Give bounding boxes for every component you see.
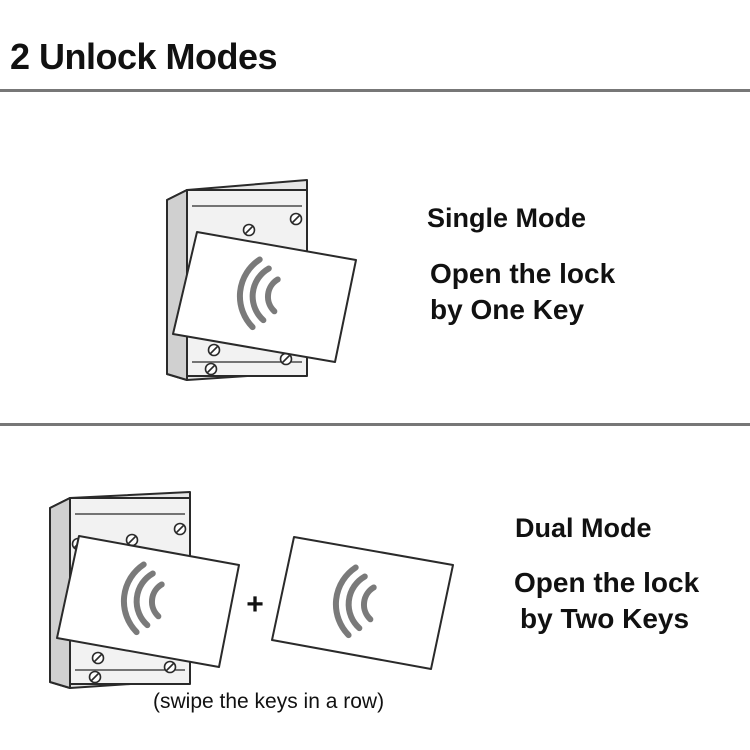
page-title: 2 Unlock Modes [10,36,278,77]
dual-mode-desc-line1: Open the lock [514,567,700,598]
single-mode-desc-line1: Open the lock [430,258,616,289]
dual-mode-illustration: + [49,491,454,689]
key-card-icon [172,231,357,363]
single-mode-desc-line2: by One Key [430,294,585,325]
swipe-caption: (swipe the keys in a row) [153,690,385,713]
single-mode-description: Open the lock by One Key [430,256,615,328]
section-divider [0,423,750,426]
dual-mode-desc-line2: by Two Keys [520,603,690,634]
dual-mode-title: Dual Mode [515,513,652,543]
svg-text:+: + [246,588,264,621]
top-divider [0,89,750,92]
dual-mode-description: Open the lock by Two Keys [514,565,699,637]
single-mode-illustration [166,179,357,381]
single-mode-title: Single Mode [427,203,587,233]
key-card-icon [56,535,240,668]
plus-icon: + [246,588,264,621]
